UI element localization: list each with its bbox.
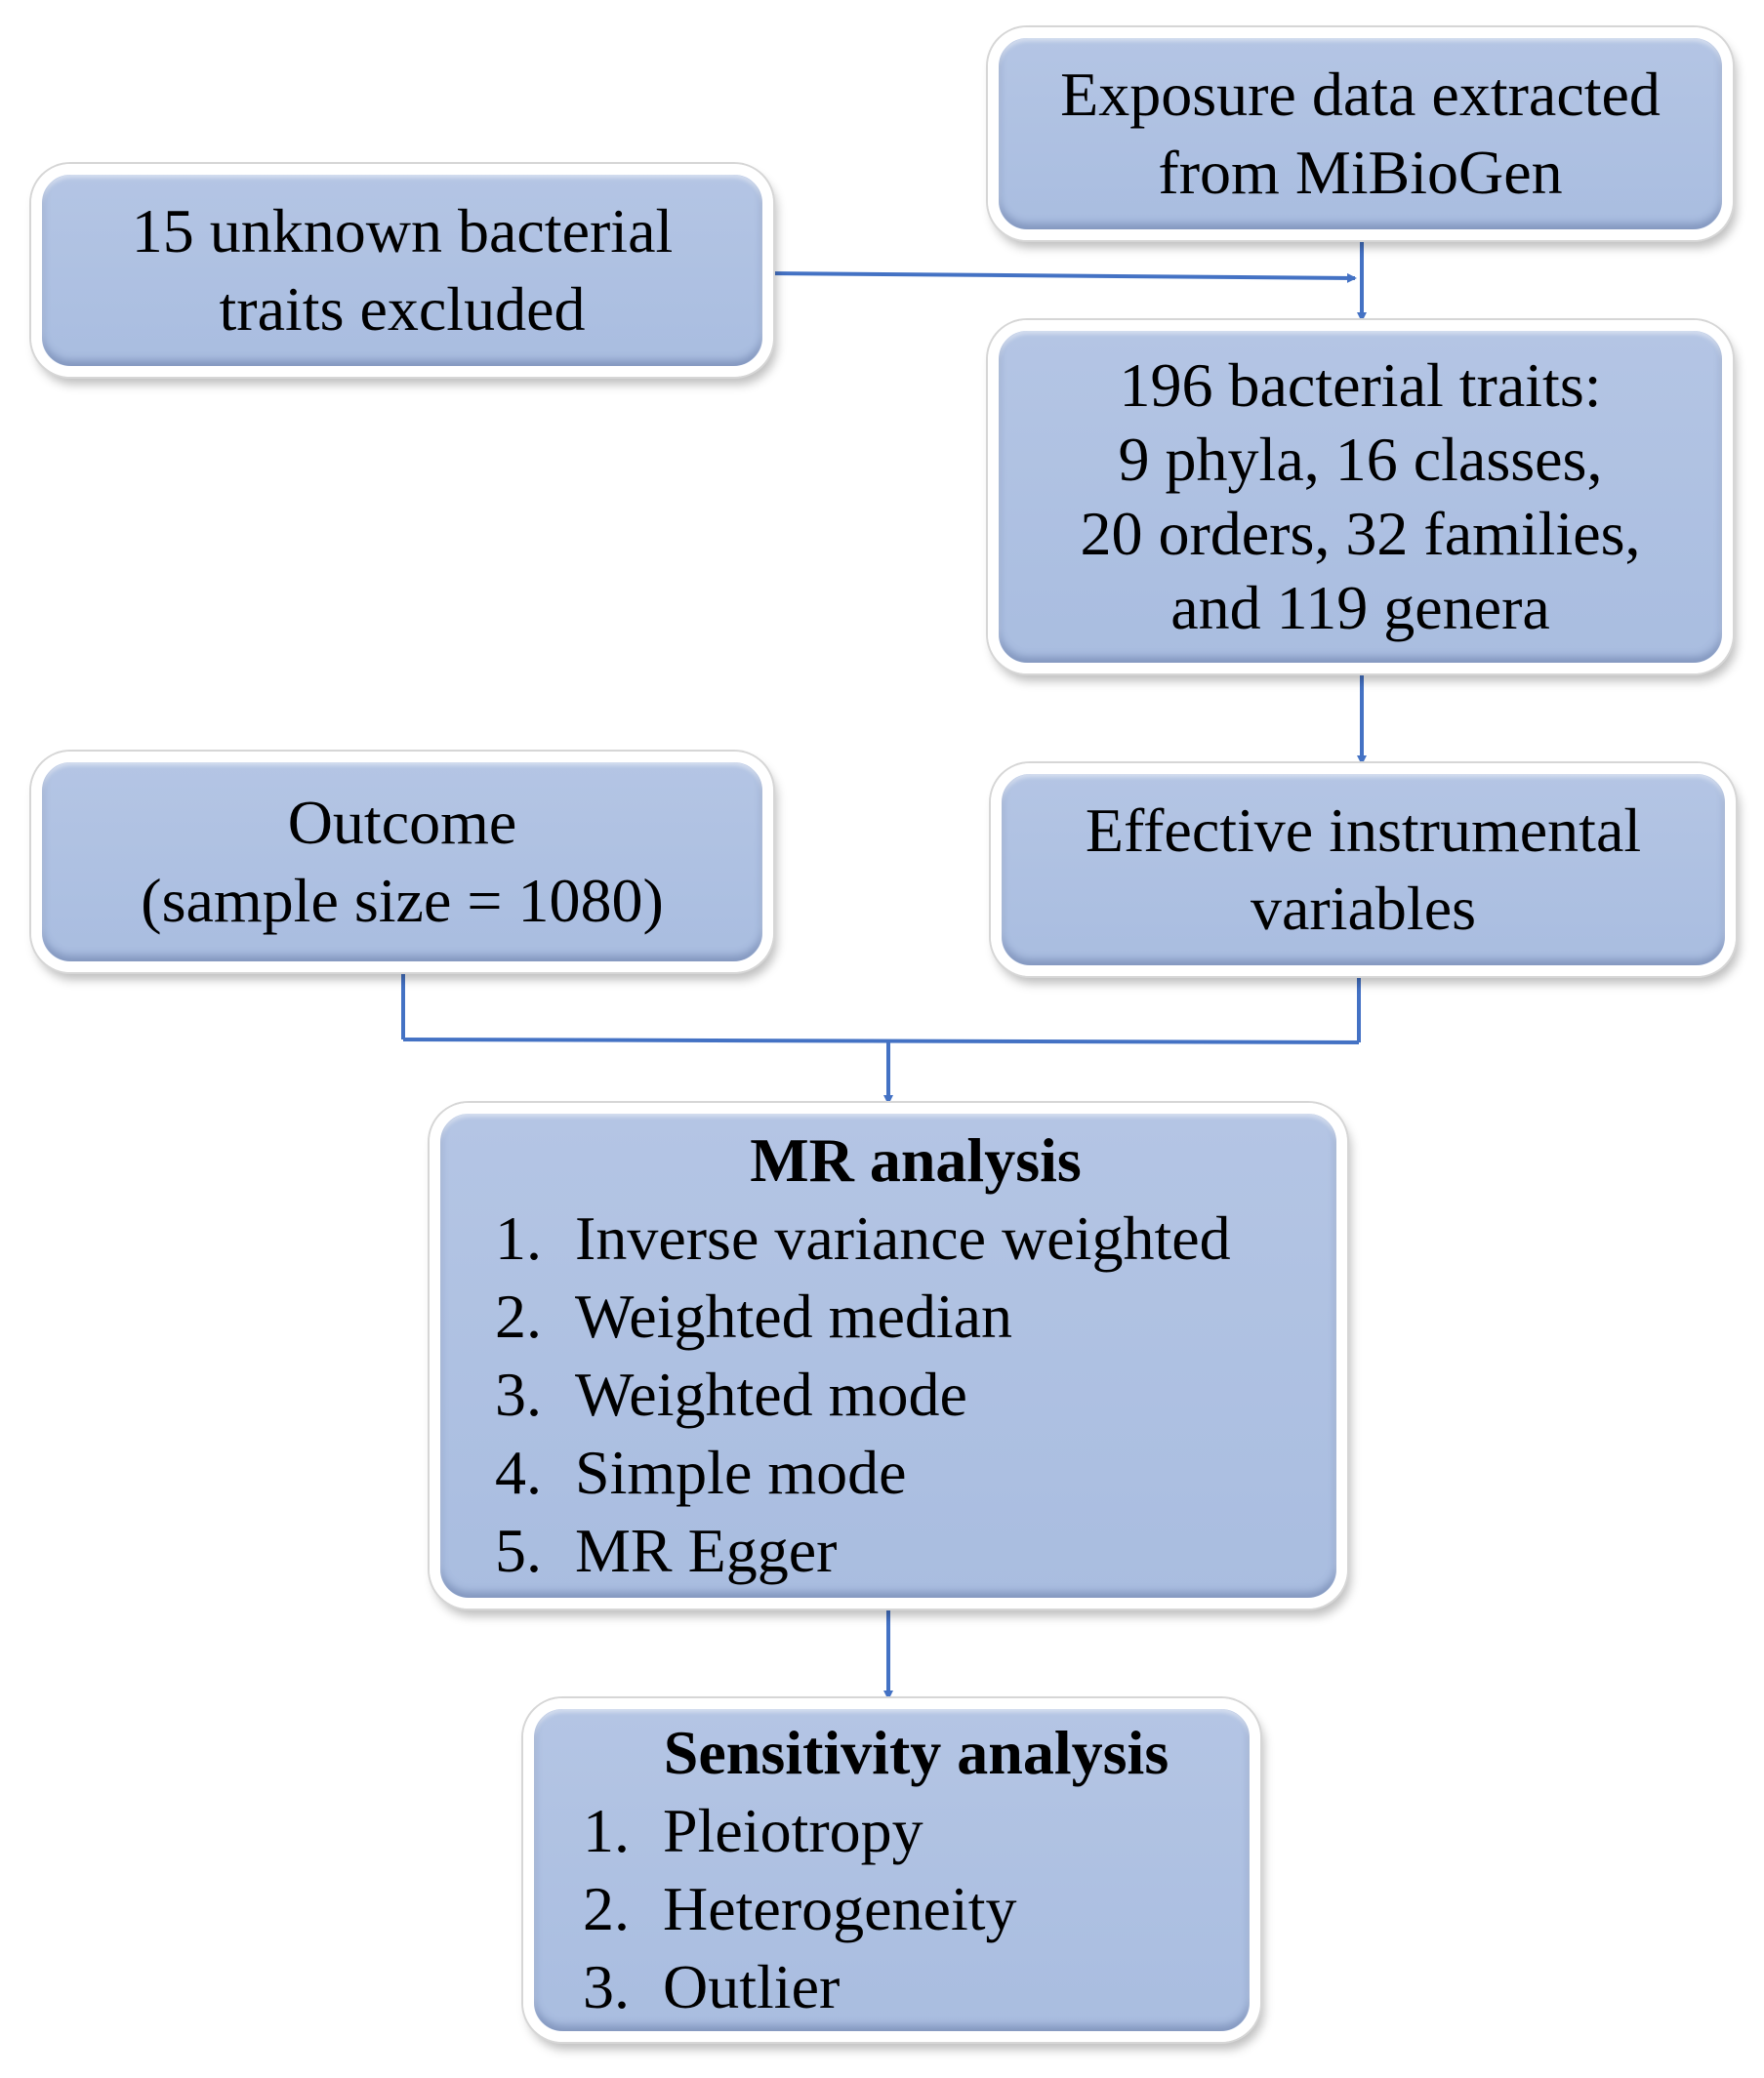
- mr-item: 3. Weighted mode: [495, 1356, 967, 1434]
- sensitivity-item-num: 1.: [583, 1796, 630, 1865]
- sensitivity-item-num: 2.: [583, 1874, 630, 1943]
- box-outcome-line-1: Outcome: [287, 788, 517, 857]
- box-exposure-line-2: from MiBioGen: [1158, 138, 1563, 207]
- box-outcome-line-2: (sample size = 1080): [141, 866, 664, 935]
- box-traits: 196 bacterial traits: 9 phyla, 16 classe…: [988, 320, 1733, 673]
- mr-item-num: 4.: [495, 1438, 542, 1507]
- mr-item-num: 3.: [495, 1360, 542, 1429]
- box-instruments-line-2: variables: [1251, 874, 1476, 943]
- mr-item-num: 5.: [495, 1516, 542, 1585]
- box-exposure: Exposure data extracted from MiBioGen: [988, 27, 1733, 240]
- box-outcome: Outcome (sample size = 1080): [31, 752, 773, 972]
- sensitivity-item-num: 3.: [583, 1952, 630, 2021]
- sensitivity-item: 1. Pleiotropy: [583, 1792, 923, 1870]
- mr-item-num: 2.: [495, 1282, 542, 1351]
- box-exposure-line-1: Exposure data extracted: [1060, 60, 1661, 129]
- sensitivity-analysis-title: Sensitivity analysis: [663, 1718, 1169, 1787]
- box-instruments: Effective instrumental variables: [991, 763, 1736, 976]
- mr-item-text: MR Egger: [575, 1516, 838, 1585]
- mr-item: 4. Simple mode: [495, 1434, 907, 1512]
- box-sensitivity-analysis: Sensitivity analysis 1. Pleiotropy 2. Hete…: [523, 1698, 1260, 2042]
- box-mr-analysis: MR analysis 1.Inverse variance weighted …: [430, 1103, 1347, 1609]
- mr-item-text: Inverse variance weighted: [575, 1203, 1231, 1273]
- mr-item: 1. Inverse variance weighted: [495, 1200, 1231, 1278]
- sensitivity-item-text: Heterogeneity: [663, 1874, 1017, 1943]
- box-traits-line-3: 20 orders, 32 families,: [1080, 499, 1641, 568]
- arrow-excluded-to-stream: [765, 271, 1357, 283]
- mr-item-text: Weighted median: [575, 1282, 1013, 1351]
- box-excluded-line-2: traits excluded: [219, 274, 586, 344]
- box-excluded: 15 unknown bacterial traits excluded: [31, 164, 773, 377]
- mr-analysis-title: MR analysis: [750, 1125, 1082, 1195]
- mr-item-text: Weighted mode: [575, 1360, 967, 1429]
- mr-item: 5. MR Egger: [495, 1512, 837, 1590]
- sensitivity-item: 3. Outlier: [583, 1948, 840, 2026]
- mr-item-text: Simple mode: [575, 1438, 907, 1507]
- box-traits-line-2: 9 phyla, 16 classes,: [1118, 425, 1603, 494]
- mr-item: 2. Weighted median: [495, 1278, 1012, 1356]
- sensitivity-item-text: Outlier: [663, 1952, 841, 2021]
- mr-item-num: 1.: [495, 1203, 542, 1273]
- sensitivity-item: 2. Heterogeneity: [583, 1870, 1017, 1948]
- box-excluded-line-1: 15 unknown bacterial: [131, 196, 674, 265]
- box-instruments-line-1: Effective instrumental: [1085, 795, 1642, 865]
- box-traits-line-1: 196 bacterial traits:: [1119, 350, 1602, 420]
- connector-merge: [402, 1038, 1360, 1044]
- box-traits-line-4: and 119 genera: [1170, 573, 1550, 642]
- sensitivity-item-text: Pleiotropy: [663, 1796, 923, 1865]
